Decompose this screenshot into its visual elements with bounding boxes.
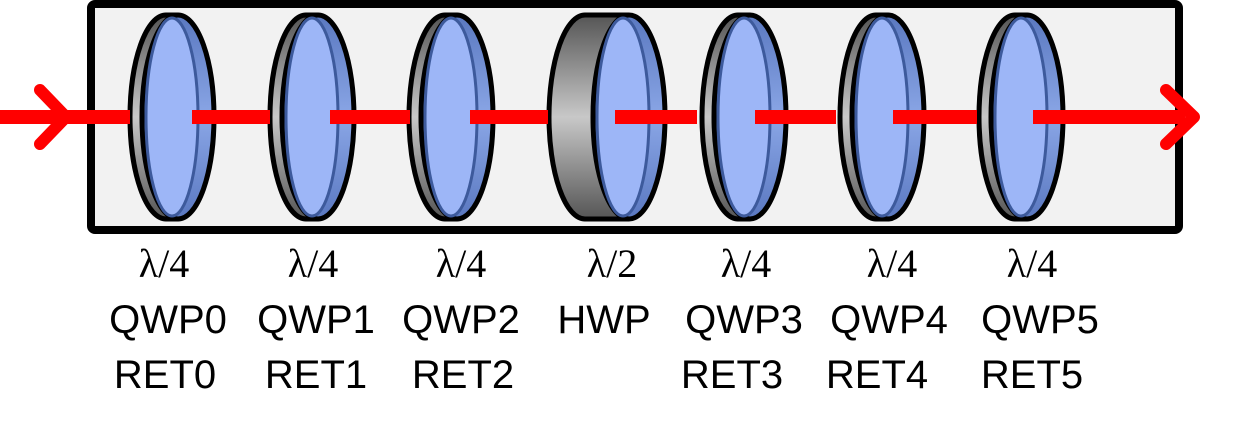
laser-beam-segment	[470, 110, 548, 124]
retarder-label: RET0	[114, 353, 216, 397]
laser-beam-segment	[893, 110, 977, 124]
waveplate-qwp4	[837, 12, 927, 222]
waveplate-name-label: QWP4	[830, 298, 948, 342]
retarder-label: RET4	[826, 353, 928, 397]
waveplate-qwp5	[976, 12, 1066, 222]
retardance-label: λ/4	[436, 241, 487, 286]
waveplate-name-label: QWP2	[402, 298, 520, 342]
retarder-label: RET5	[981, 353, 1083, 397]
input-arrow-head	[34, 84, 72, 150]
waveplate-name-label: QWP3	[685, 298, 803, 342]
retardance-label: λ/4	[721, 241, 772, 286]
laser-beam-segment	[755, 110, 836, 124]
laser-beam-segment	[615, 110, 697, 124]
waveplate-name-label: QWP5	[981, 298, 1099, 342]
retardance-label: λ/4	[867, 241, 918, 286]
retardance-label: λ/4	[139, 241, 190, 286]
laser-beam-segment	[1033, 110, 1185, 124]
retarder-label: RET1	[265, 353, 367, 397]
output-arrow-head	[1160, 84, 1200, 150]
retardance-label: λ/4	[288, 241, 339, 286]
waveplate-name-label: QWP0	[109, 298, 227, 342]
retardance-label: λ/2	[587, 241, 638, 286]
waveplate-qwp3	[699, 12, 789, 222]
retarder-label: RET3	[681, 353, 783, 397]
retardance-label: λ/4	[1007, 241, 1058, 286]
waveplate-name-label: QWP1	[257, 298, 375, 342]
laser-beam-segment	[192, 110, 270, 124]
retarder-label: RET2	[412, 353, 514, 397]
waveplate-name-label: HWP	[557, 298, 650, 342]
laser-beam-segment	[330, 110, 410, 124]
